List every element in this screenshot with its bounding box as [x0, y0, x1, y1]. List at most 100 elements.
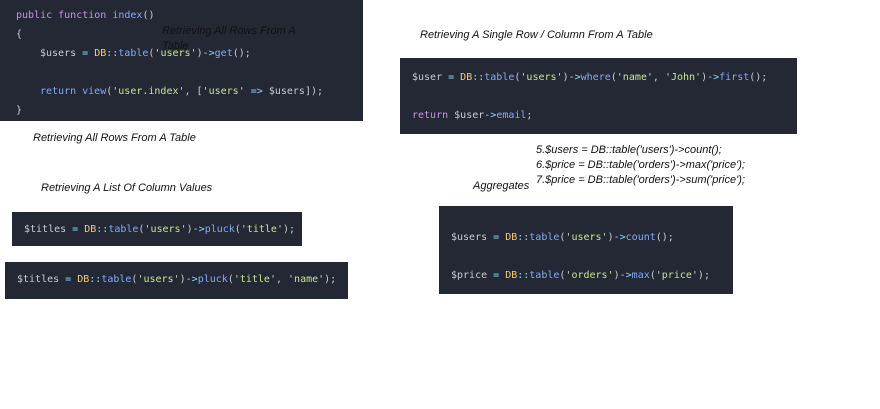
aggregates-line-7: 7.$price = DB::table('orders')->sum('pri… — [536, 174, 745, 186]
code-token: 'title' — [233, 274, 276, 285]
code-token: = — [66, 224, 85, 235]
code-token: table — [108, 224, 139, 235]
code-token: ); — [697, 270, 710, 281]
code-token: :: — [96, 224, 109, 235]
code-token: 'users' — [137, 274, 180, 285]
code-token: $user — [454, 110, 485, 121]
code-token: DB — [505, 232, 518, 243]
code-token: table — [118, 48, 149, 59]
code-token: ; — [526, 110, 533, 121]
code-token: get — [214, 48, 233, 59]
code-token: ( — [649, 270, 656, 281]
code-token: 'name' — [288, 274, 325, 285]
code-token: 'users' — [144, 224, 187, 235]
code-token: (); — [232, 48, 251, 59]
code-token: $user — [412, 72, 443, 83]
code-token: = — [59, 274, 78, 285]
code-token: 'users' — [520, 72, 563, 83]
code-token: ( — [138, 224, 145, 235]
code-block-index: public function index() { $users = DB::t… — [0, 0, 363, 121]
code-token: :: — [517, 232, 530, 243]
code-token: 'users' — [154, 48, 197, 59]
code-token: 'John' — [664, 72, 702, 83]
code-token: } — [16, 105, 23, 116]
code-token: , — [275, 274, 289, 285]
code-token: DB — [505, 270, 518, 281]
code-token: ( — [514, 72, 521, 83]
code-token: email — [496, 110, 527, 121]
code-token: -> — [484, 110, 497, 121]
code-token: , — [652, 72, 665, 83]
code-token: index — [112, 10, 143, 21]
code-token: ) — [607, 232, 614, 243]
code-token: :: — [89, 274, 102, 285]
code-token: -> — [185, 274, 198, 285]
aggregates-line-6: 6.$price = DB::table('orders')->max('pri… — [536, 159, 745, 171]
code-token: :: — [517, 270, 530, 281]
code-token: 'users' — [202, 86, 245, 97]
code-token: -> — [613, 232, 626, 243]
code-token: ( — [234, 224, 241, 235]
code-token: $titles — [24, 224, 67, 235]
code-token: ( — [227, 274, 234, 285]
code-token: ); — [282, 224, 296, 235]
code-token: table — [484, 72, 515, 83]
code-token: $titles — [17, 274, 60, 285]
code-token: return view — [40, 86, 107, 97]
code-token: -> — [707, 72, 720, 83]
code-token: = — [442, 72, 461, 83]
code-token: (); — [749, 72, 768, 83]
code-token: ) — [613, 270, 620, 281]
code-token: where — [580, 72, 611, 83]
code-block-pluck-title: $titles = DB::table('users')->pluck('tit… — [12, 212, 302, 246]
code-token: DB — [77, 274, 90, 285]
code-token: => — [244, 86, 269, 97]
code-token: ) — [562, 72, 569, 83]
caption-all-rows: Retrieving All Rows From A Table — [33, 132, 196, 144]
code-token: (); — [655, 232, 674, 243]
code-token: table — [101, 274, 132, 285]
code-token: -> — [619, 270, 632, 281]
caption-single-row: Retrieving A Single Row / Column From A … — [420, 29, 653, 41]
code-token: max — [631, 270, 650, 281]
code-token: 'price' — [655, 270, 698, 281]
code-token: = — [76, 48, 95, 59]
code-token: pluck — [197, 274, 228, 285]
caption-aggregates: Aggregates — [473, 180, 530, 192]
code-token: ) — [701, 72, 708, 83]
code-token: return — [412, 110, 455, 121]
code-token: ( — [559, 270, 566, 281]
code-token: ) — [196, 48, 203, 59]
code-token: DB — [460, 72, 473, 83]
code-token: -> — [192, 224, 205, 235]
code-token: -> — [568, 72, 581, 83]
code-token: 'orders' — [565, 270, 614, 281]
code-token: 'user.index' — [112, 86, 185, 97]
code-block-pluck-title-name: $titles = DB::table('users')->pluck('tit… — [5, 262, 348, 299]
code-token: ]); — [304, 86, 324, 97]
code-token: $users — [268, 86, 305, 97]
code-token: 'users' — [565, 232, 608, 243]
code-token: = — [487, 232, 506, 243]
code-token: $price — [451, 270, 488, 281]
code-token: ( — [131, 274, 138, 285]
code-token: = — [487, 270, 506, 281]
code-token: ) — [186, 224, 193, 235]
code-token: pluck — [204, 224, 235, 235]
code-token: , [ — [184, 86, 203, 97]
code-token: $users — [451, 232, 488, 243]
code-token: $users — [40, 48, 77, 59]
code-token: :: — [106, 48, 119, 59]
code-token: 'name' — [616, 72, 653, 83]
code-token: 'title' — [240, 224, 283, 235]
code-token: ) — [179, 274, 186, 285]
code-token: first — [719, 72, 750, 83]
code-token: DB — [84, 224, 97, 235]
code-token: ( — [559, 232, 566, 243]
caption-list-column: Retrieving A List Of Column Values — [41, 182, 213, 194]
code-token: :: — [472, 72, 485, 83]
code-token: count — [625, 232, 656, 243]
code-token: DB — [94, 48, 107, 59]
code-block-aggregates: $users = DB::table('users')->count(); $p… — [439, 206, 733, 294]
code-token: ( — [106, 86, 113, 97]
